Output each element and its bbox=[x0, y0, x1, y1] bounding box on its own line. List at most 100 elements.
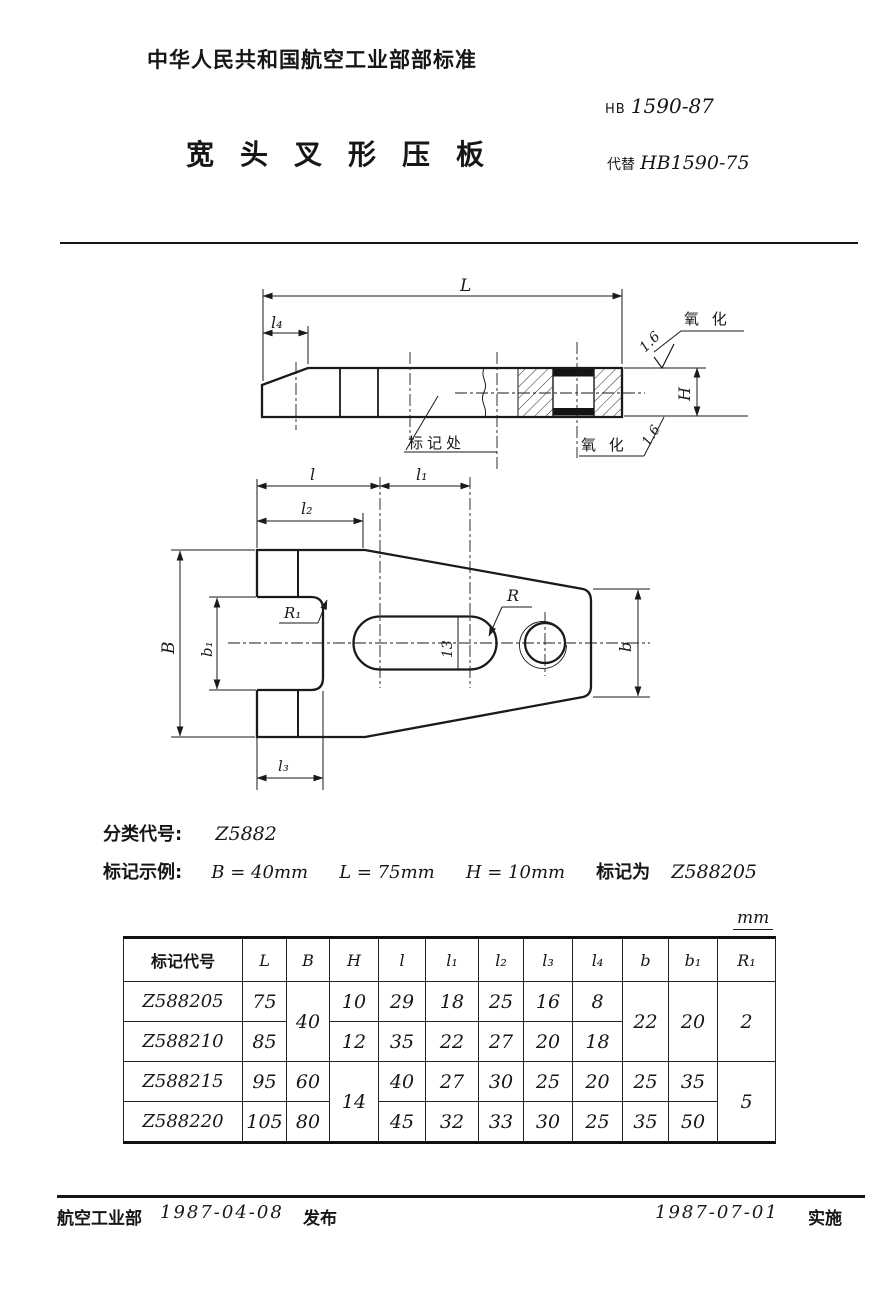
radius-R1-callout: R₁ bbox=[279, 599, 328, 624]
footer-implement-date: 1987-07-01 bbox=[655, 1202, 779, 1223]
standard-prefix: HB bbox=[605, 102, 626, 117]
cell-L: 75 bbox=[242, 981, 287, 1022]
dim-b: b bbox=[593, 588, 650, 698]
svg-text:l: l bbox=[310, 465, 315, 484]
break-line bbox=[481, 367, 487, 418]
plan-view-centerlines bbox=[228, 477, 650, 688]
cell-code: Z588215 bbox=[123, 1061, 243, 1102]
cell-l4: 20 bbox=[572, 1061, 623, 1102]
dim-slot-width: 13 bbox=[440, 617, 459, 670]
cell-l2: 25 bbox=[478, 981, 524, 1022]
footer-release-label: 发布 bbox=[303, 1209, 337, 1229]
cell-H: 12 bbox=[329, 1021, 379, 1062]
col-header-L: L bbox=[242, 937, 287, 982]
col-header-l1: l₁ bbox=[425, 937, 479, 982]
cell-H: 10 bbox=[329, 981, 379, 1022]
classification-line: 分类代号: Z5882 bbox=[103, 820, 277, 846]
cell-b-merged: 22 bbox=[622, 981, 669, 1062]
cell-b1: 50 bbox=[668, 1101, 718, 1143]
marking-example-line: 标记示例: B = 40mm L = 75mm H = 10mm 标记为 Z58… bbox=[103, 858, 757, 884]
svg-text:B: B bbox=[159, 642, 179, 656]
side-view: L l₄ bbox=[260, 276, 748, 472]
svg-text:1.6: 1.6 bbox=[639, 422, 664, 449]
roughness-check-icon bbox=[653, 343, 675, 370]
cell-l2: 33 bbox=[478, 1101, 524, 1143]
cell-b1: 35 bbox=[668, 1061, 718, 1102]
classification-label: 分类代号: bbox=[103, 824, 183, 845]
marking-param-L: L = 75mm bbox=[339, 862, 435, 883]
svg-text:13: 13 bbox=[440, 640, 456, 658]
dim-l4: l₄ bbox=[262, 313, 309, 364]
cell-l3: 20 bbox=[523, 1021, 573, 1062]
col-header-l2: l₂ bbox=[478, 937, 524, 982]
dim-l2: l₂ bbox=[256, 499, 364, 548]
col-header-R1: R₁ bbox=[717, 937, 776, 982]
cell-R1-merged: 5 bbox=[717, 1061, 776, 1143]
cell-l2: 30 bbox=[478, 1061, 524, 1102]
table-header-row: 标记代号 L B H l l₁ l₂ l₃ l₄ b b₁ R₁ bbox=[123, 937, 776, 982]
cell-l: 29 bbox=[378, 981, 426, 1022]
technical-drawing: L l₄ bbox=[159, 276, 748, 790]
table-row: Z588220 105 80 45 32 33 30 25 35 50 bbox=[123, 1101, 776, 1143]
document-title: 宽头叉形压板 bbox=[186, 138, 511, 171]
replaces-number: HB1590-75 bbox=[640, 152, 750, 174]
footer-release-date: 1987-04-08 bbox=[160, 1202, 284, 1223]
svg-text:b₁: b₁ bbox=[198, 641, 216, 657]
cell-L: 85 bbox=[242, 1021, 287, 1062]
bolt-hole-chamfer bbox=[519, 621, 567, 669]
dim-H: H bbox=[624, 367, 748, 417]
table-row: Z588215 95 60 14 40 27 30 25 20 25 35 5 bbox=[123, 1061, 776, 1143]
cell-l4: 18 bbox=[572, 1021, 623, 1062]
svg-text:氧 化: 氧 化 bbox=[581, 436, 628, 454]
table-row: Z588205 75 40 10 29 18 25 16 8 22 20 2 bbox=[123, 981, 776, 1062]
col-header-B: B bbox=[286, 937, 330, 982]
col-header-l: l bbox=[378, 937, 426, 982]
replaces-label: 代替 bbox=[607, 157, 635, 173]
svg-text:l₂: l₂ bbox=[301, 499, 313, 518]
cell-L: 95 bbox=[242, 1061, 287, 1102]
surface-finish-top: 氧 化 1.6 bbox=[637, 310, 744, 370]
header-divider bbox=[60, 242, 858, 244]
svg-text:l₁: l₁ bbox=[416, 465, 428, 484]
cell-l: 45 bbox=[378, 1101, 426, 1143]
cell-l3: 30 bbox=[523, 1101, 573, 1143]
col-header-b1: b₁ bbox=[668, 937, 718, 982]
svg-text:L: L bbox=[459, 276, 471, 296]
standard-number-value: 1590-87 bbox=[630, 94, 714, 118]
svg-text:R: R bbox=[506, 586, 519, 605]
cell-B: 80 bbox=[286, 1101, 330, 1143]
col-header-b: b bbox=[622, 937, 669, 982]
org-standard-title: 中华人民共和国航空工业部部标准 bbox=[147, 48, 477, 72]
footer-org: 航空工业部 bbox=[57, 1209, 142, 1229]
cell-l4: 25 bbox=[572, 1101, 623, 1143]
svg-text:1.6: 1.6 bbox=[637, 329, 664, 356]
hatched-section bbox=[517, 368, 622, 417]
col-header-H: H bbox=[329, 937, 379, 982]
cell-l1: 32 bbox=[425, 1101, 479, 1143]
radius-R-callout: R bbox=[488, 586, 532, 637]
svg-text:H: H bbox=[675, 386, 694, 402]
cell-l3: 25 bbox=[523, 1061, 573, 1102]
cell-l1: 27 bbox=[425, 1061, 479, 1102]
cell-B: 60 bbox=[286, 1061, 330, 1102]
svg-text:氧 化: 氧 化 bbox=[684, 310, 731, 328]
surface-finish-bottom: 氧 化 1.6 bbox=[579, 416, 665, 457]
footer-divider bbox=[57, 1195, 865, 1198]
marking-example-label: 标记示例: bbox=[103, 862, 183, 883]
cell-code: Z588220 bbox=[123, 1101, 243, 1143]
plan-view-outline bbox=[255, 548, 593, 739]
cell-l1: 22 bbox=[425, 1021, 479, 1062]
marking-suffix-label: 标记为 bbox=[596, 862, 651, 883]
cell-B-merged: 40 bbox=[286, 981, 330, 1062]
cell-l4: 8 bbox=[572, 981, 623, 1022]
svg-text:l₃: l₃ bbox=[278, 757, 289, 775]
standard-number: HB 1590-87 bbox=[605, 94, 714, 118]
col-header-l3: l₃ bbox=[523, 937, 573, 982]
cell-b1-merged: 20 bbox=[668, 981, 718, 1062]
bolt-hole bbox=[523, 621, 567, 665]
cell-l: 35 bbox=[378, 1021, 426, 1062]
marking-spot-callout: 标记处 bbox=[404, 395, 497, 453]
marking-code: Z588205 bbox=[671, 861, 757, 883]
dimension-table: 标记代号 L B H l l₁ l₂ l₃ l₄ b b₁ R₁ Z588205… bbox=[123, 936, 776, 1144]
